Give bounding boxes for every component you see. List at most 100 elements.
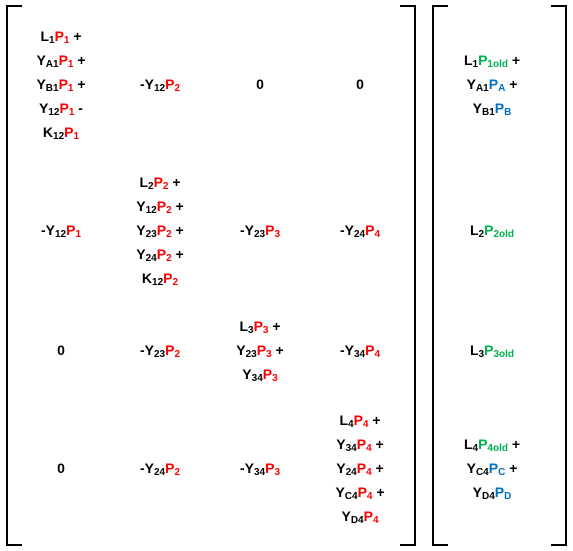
term: YD4 <box>341 508 364 526</box>
term-line: YB1P1 + <box>36 72 85 96</box>
term: + <box>372 484 385 500</box>
term-line: L3P3 + <box>236 314 283 338</box>
matrix-cell: L2P2 +Y12P2 +Y23P2 +Y24P2 +K12P2 <box>136 170 183 290</box>
term: YB1 <box>36 76 59 94</box>
term: 0 <box>256 76 264 92</box>
term: P4 <box>363 508 379 526</box>
term-line: L4P4 + <box>335 408 384 432</box>
term: + <box>73 52 86 68</box>
vector-right-bracket <box>551 5 567 546</box>
term: YC4 <box>335 484 358 502</box>
term: Y24 <box>336 460 357 478</box>
term: 0 <box>356 76 364 92</box>
term: P1 <box>64 124 80 142</box>
term: L3 <box>239 318 254 336</box>
term: + <box>73 76 86 92</box>
term: L3 <box>469 342 485 360</box>
term: P2 <box>153 174 169 192</box>
term-line: Y34P3 <box>236 362 283 386</box>
term: -Y24 <box>139 460 166 478</box>
term: P1 <box>59 100 75 118</box>
term: K12 <box>42 124 65 142</box>
matrix-left-bracket <box>6 5 22 546</box>
term: P4 <box>356 460 372 478</box>
term-line: YB1PB <box>464 96 520 120</box>
term: + <box>371 436 384 452</box>
term-line: Y12P2 + <box>136 194 183 218</box>
term: P3 <box>265 222 281 240</box>
vector-cell: L2P2old <box>470 218 514 242</box>
term-line: Y23P3 + <box>236 338 283 362</box>
matrix-cell: 0 <box>356 72 364 96</box>
term-line: Y12P1 - <box>36 96 85 120</box>
term: P2 <box>156 198 172 216</box>
term: P2 <box>165 76 181 94</box>
term: P3 <box>265 460 281 478</box>
term-line: L3P3old <box>470 338 514 362</box>
term: + <box>505 76 518 92</box>
term-line: 0 <box>57 338 65 362</box>
term: Y34 <box>336 436 357 454</box>
term: + <box>171 222 184 238</box>
term: + <box>171 198 184 214</box>
term: Y12 <box>136 198 157 216</box>
matrix-cell: 0 <box>57 338 65 362</box>
term: PB <box>494 100 512 118</box>
term-line: 0 <box>356 72 364 96</box>
term: P2 <box>165 460 181 478</box>
term-line: -Y23P2 <box>140 338 180 362</box>
term: P3 <box>256 342 272 360</box>
term: K12 <box>141 270 164 288</box>
term: P1 <box>66 222 82 240</box>
term: P4 <box>357 484 373 502</box>
term: YA1 <box>466 76 489 94</box>
term-line: YC4P4 + <box>335 480 384 504</box>
term-line: K12P2 <box>136 266 183 290</box>
term: P2 <box>165 342 181 360</box>
term: P2 <box>163 270 179 288</box>
term: YA1 <box>36 52 59 70</box>
term: P4 <box>353 412 369 430</box>
term: P3 <box>262 366 278 384</box>
matrix-cell: -Y23P3 <box>240 218 280 242</box>
term: - <box>74 100 83 116</box>
matrix-cell: L1P1 +YA1P1 +YB1P1 +Y12P1 -K12P1 <box>36 24 85 144</box>
matrix-cell: -Y12P1 <box>41 218 81 242</box>
term-line: L1P1 + <box>36 24 85 48</box>
term: + <box>505 460 518 476</box>
term-line: YA1P1 + <box>36 48 85 72</box>
term: -Y34 <box>239 460 266 478</box>
term-line: YD4PD <box>464 480 520 504</box>
term: + <box>271 342 284 358</box>
term-line: L2P2 + <box>136 170 183 194</box>
vector-cell: L4P4old +YC4PC +YD4PD <box>464 432 520 504</box>
vector-left-bracket <box>432 5 448 546</box>
term-line: 0 <box>57 456 65 480</box>
term: P4old <box>478 436 508 454</box>
term-line: YC4PC + <box>464 456 520 480</box>
term: + <box>69 28 82 44</box>
term-line: L1P1old + <box>464 48 520 72</box>
term: -Y23 <box>139 342 166 360</box>
term: P1 <box>58 76 74 94</box>
term: L1 <box>40 28 55 46</box>
term: + <box>171 246 184 262</box>
term: YB1 <box>472 100 495 118</box>
term-line: -Y12P1 <box>41 218 81 242</box>
matrix-cell: -Y24P2 <box>140 456 180 480</box>
term: -Y23 <box>239 222 266 240</box>
term: 0 <box>57 342 65 358</box>
term: P4 <box>356 436 372 454</box>
matrix-cell: L4P4 +Y34P4 +Y24P4 +YC4P4 +YD4P4 <box>335 408 384 528</box>
term: + <box>368 412 381 428</box>
term-line: Y23P2 + <box>136 218 183 242</box>
term: P4 <box>365 222 381 240</box>
term: -Y12 <box>40 222 67 240</box>
term-line: Y24P4 + <box>335 456 384 480</box>
term: P2old <box>484 222 515 240</box>
term: Y23 <box>236 342 257 360</box>
term-line: Y24P2 + <box>136 242 183 266</box>
matrix-cell: -Y24P4 <box>340 218 380 242</box>
term: P1old <box>478 52 508 70</box>
term-line: -Y34P4 <box>340 338 380 362</box>
